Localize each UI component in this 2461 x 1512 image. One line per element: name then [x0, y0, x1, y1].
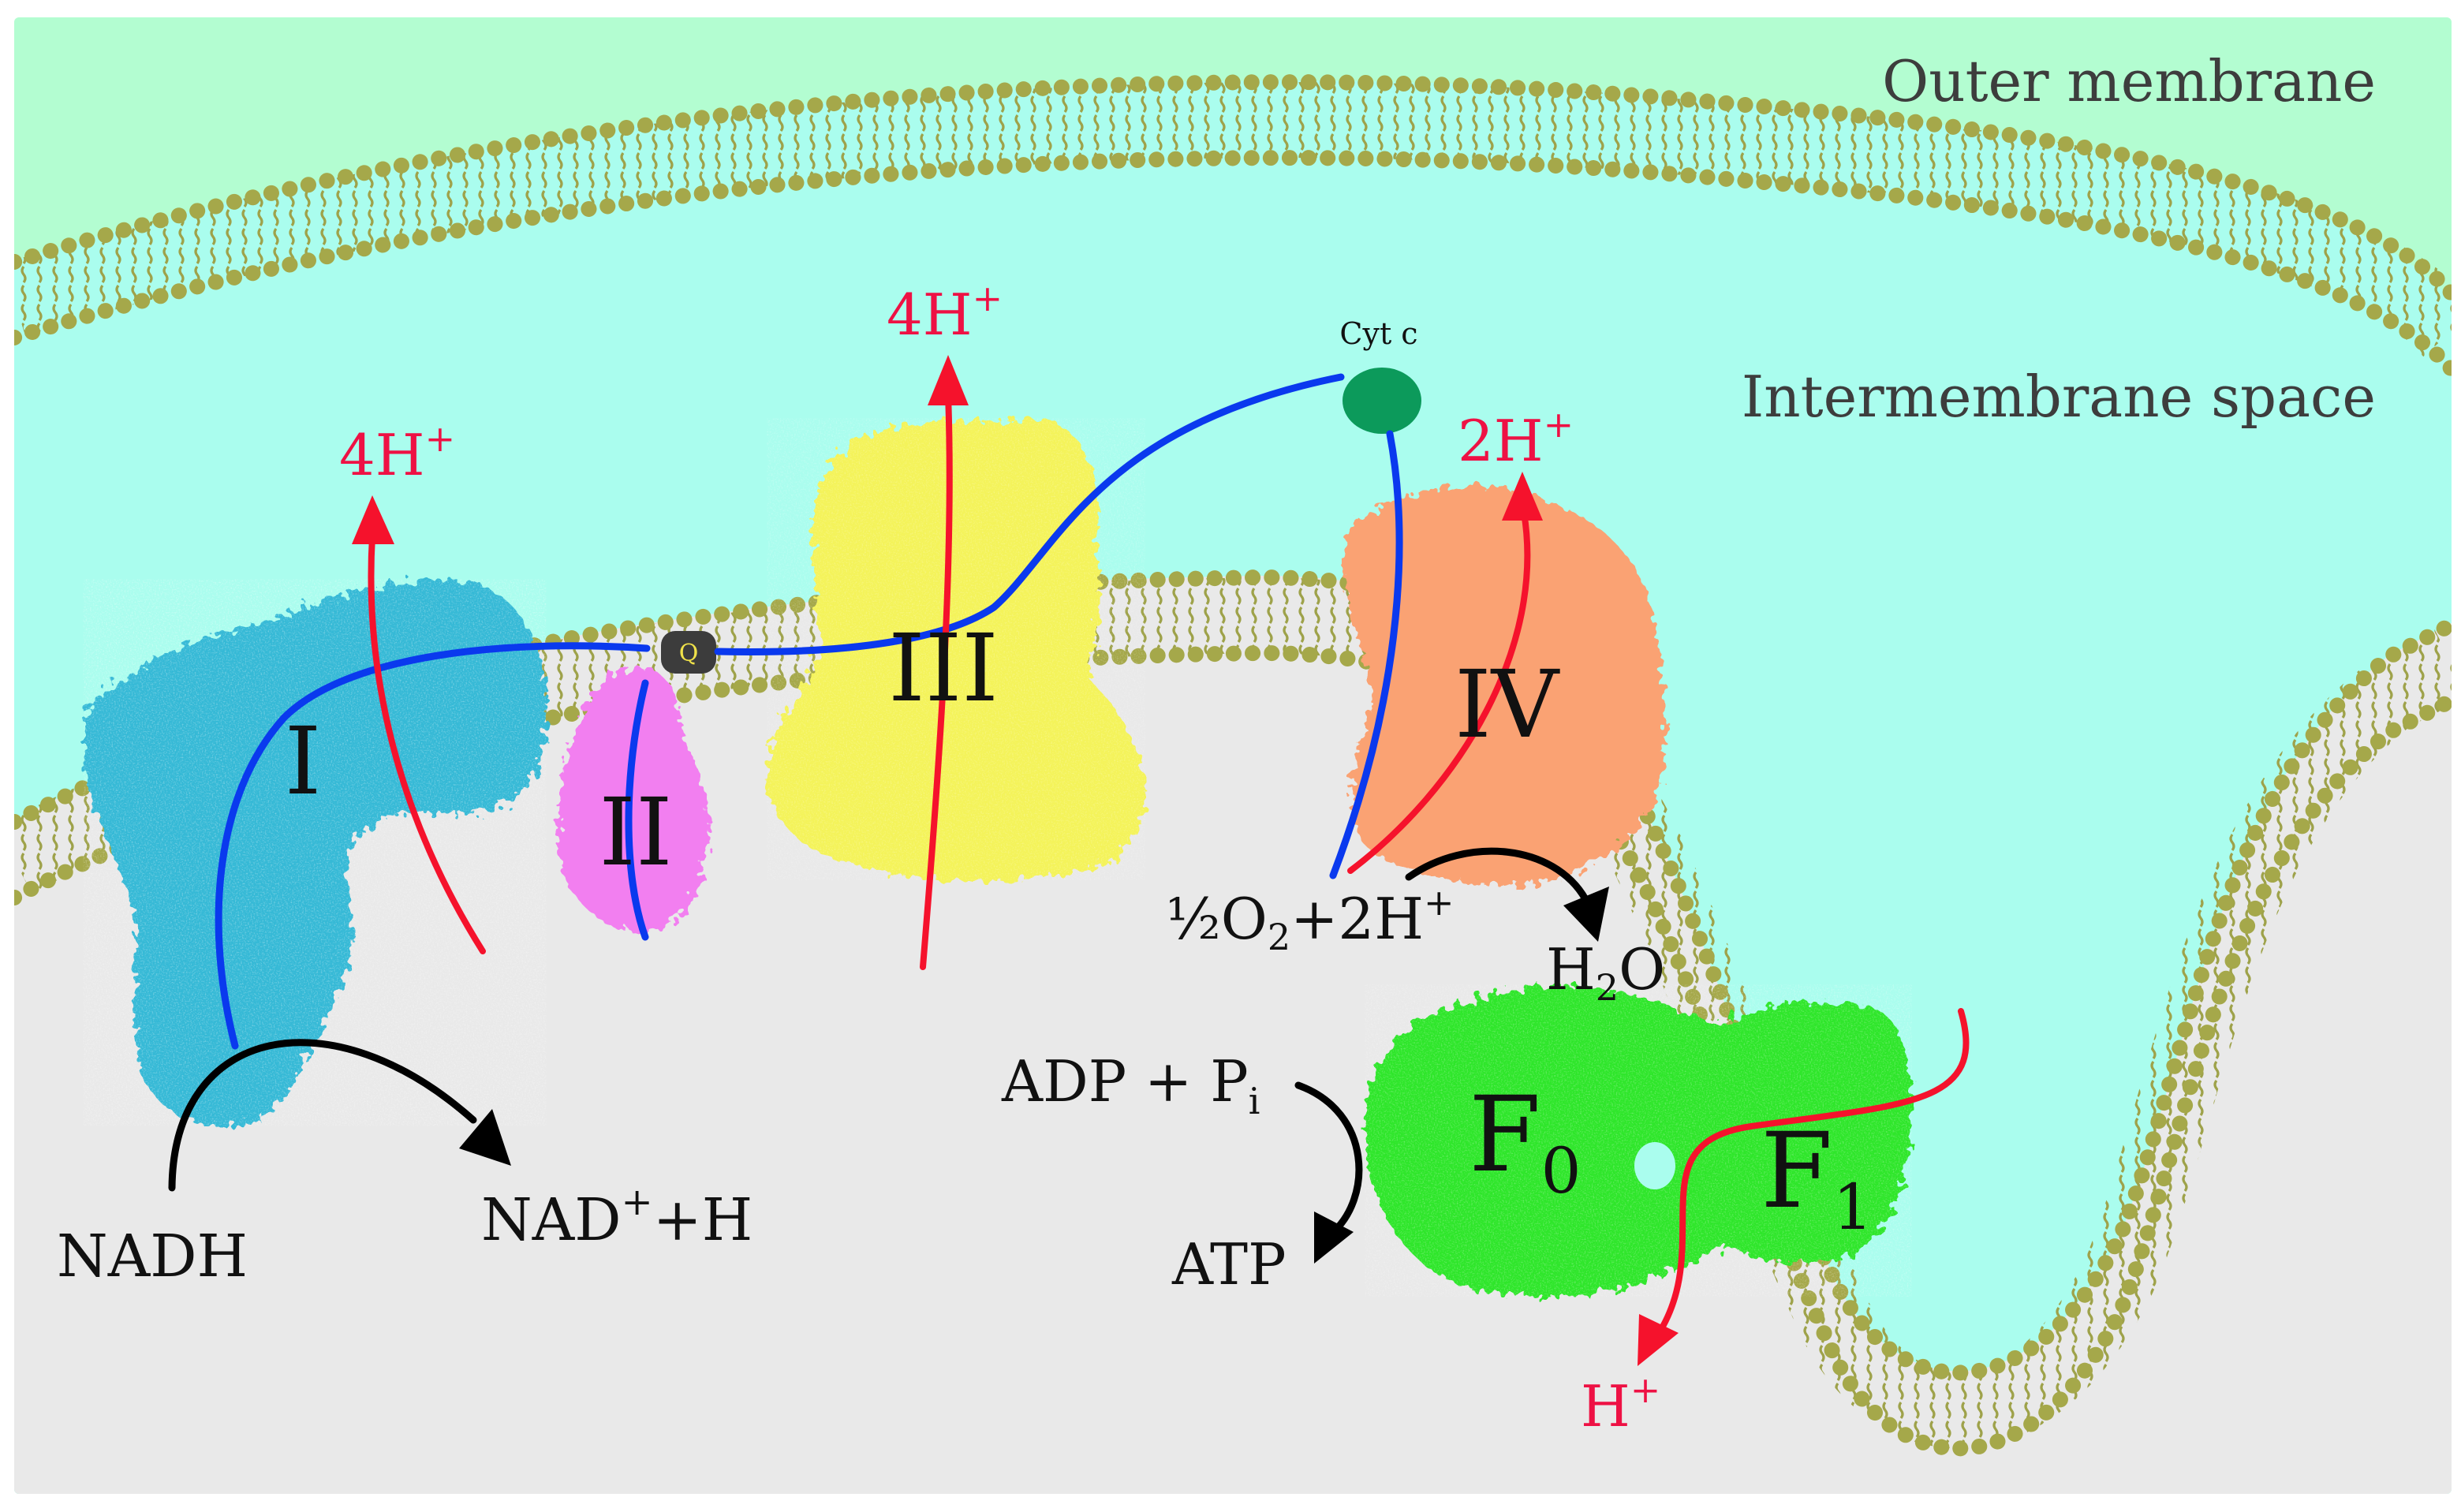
proton-arrowheads: [352, 355, 1679, 1366]
complex-iii-protein: [767, 418, 1145, 880]
proton-arrow-atp-synthase: [1652, 1008, 1970, 1342]
f0-label: F0: [1469, 1074, 1582, 1208]
proton-arrow-complex-iv: [1347, 510, 1531, 874]
nad-plus-label: NAD++H: [481, 1180, 752, 1254]
outer-membrane-label: Outer membrane: [1882, 48, 2376, 114]
f1-subscript: 1: [1833, 1170, 1873, 1244]
proton-pump-arrows: [368, 391, 1970, 1342]
electron-arrow-cyt-c-to-oxygen: [1329, 430, 1403, 879]
ubiquinone-q: [661, 631, 716, 674]
water-label: H2O: [1546, 936, 1665, 1009]
proton-label-atp-synthase: H+: [1581, 1368, 1660, 1439]
cytochrome-c: [1343, 368, 1421, 434]
atp-synthase-protein: [1365, 984, 1912, 1297]
complex-iv-label: IV: [1455, 650, 1560, 759]
ubiquinone-label: Q: [679, 640, 699, 667]
reaction-arrowheads: [459, 887, 1609, 1264]
atp-label: ATP: [1171, 1231, 1287, 1297]
complex-iii-label: III: [888, 614, 999, 722]
electron-arrow-q-to-cyt-c: [714, 373, 1345, 655]
proton-arrow-complex-iii: [920, 391, 953, 970]
proton-arrow-complex-i: [368, 533, 486, 954]
proton-label-complex-iv: 2H+: [1458, 403, 1574, 474]
electron-arrow-i-to-q: [215, 642, 651, 1050]
f0-subscript: 0: [1541, 1134, 1582, 1208]
proton-label-complex-i: 4H+: [339, 417, 455, 488]
complex-i-protein: [83, 579, 547, 1126]
outer-membrane-bilayer: [14, 74, 2452, 377]
proton-label-complex-iii: 4H+: [887, 277, 1003, 348]
intermembrane-space-label: Intermembrane space: [1742, 364, 2376, 430]
nadh-oxidation-arrow: [168, 1039, 477, 1192]
atp-synthesis-arrow: [1294, 1081, 1363, 1238]
complex-ii-label: II: [599, 778, 672, 887]
complex-i-label: I: [285, 707, 322, 816]
cytochrome-c-label: Cyt c: [1339, 316, 1417, 351]
electron-arrow-ii-to-q: [625, 679, 649, 941]
reaction-arrows: [168, 847, 1589, 1238]
nadh-label: NADH: [57, 1223, 248, 1290]
complex-ii-protein: [558, 667, 710, 932]
f1-label: F1: [1761, 1111, 1873, 1244]
adp-pi-label: ADP + Pi: [1001, 1048, 1260, 1122]
electron-flow-arrows: [215, 373, 1403, 1050]
oxygen-reactant-label: ½O2+2H+: [1166, 881, 1455, 958]
complex-iv-protein: [1343, 485, 1666, 886]
water-formation-arrow: [1405, 847, 1589, 903]
